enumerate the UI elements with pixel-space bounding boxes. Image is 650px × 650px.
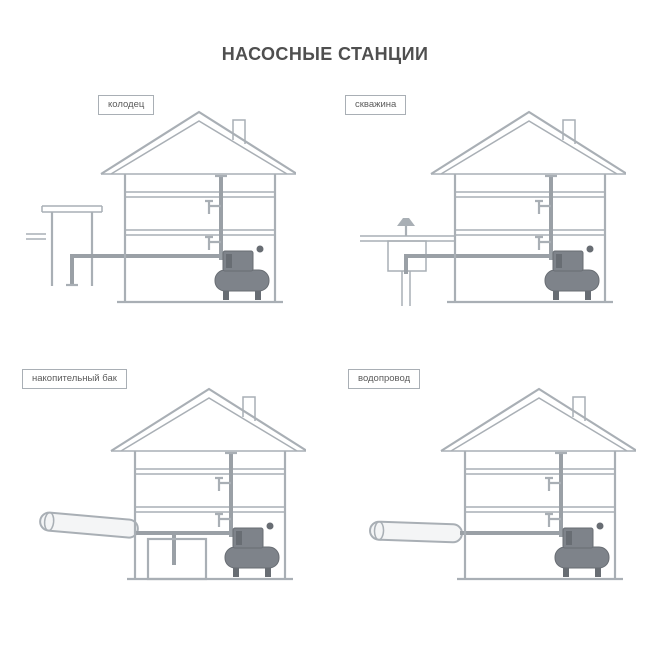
- borehole-casing: [401, 271, 411, 306]
- water-main-diagram: [369, 387, 636, 581]
- page-title: НАСОСНЫЕ СТАНЦИИ: [221, 44, 429, 64]
- panel-label-borehole: скважина: [345, 95, 407, 115]
- house-outline: [439, 387, 636, 581]
- panel-well: колодец: [10, 88, 315, 333]
- panel-borehole: скважина: [335, 88, 640, 333]
- house-outline: [429, 110, 626, 304]
- borehole-source: [360, 218, 571, 306]
- borehole-diagram: [360, 110, 626, 306]
- panel-water-main: водопровод: [335, 362, 640, 607]
- house-outline: [109, 387, 306, 581]
- borehole-vent-cap: [397, 218, 415, 226]
- indoor-storage-tank: [146, 537, 208, 581]
- house-outline: [99, 110, 296, 304]
- panel-storage-tank: накопительный бак: [10, 362, 315, 607]
- well-source: [26, 205, 241, 287]
- water-main-pipe-icon: [369, 520, 463, 544]
- panel-label-well: колодец: [98, 95, 155, 115]
- well-diagram: [26, 110, 296, 304]
- storage-cylinder-icon: [39, 511, 139, 539]
- storage-tank-diagram: [39, 387, 306, 581]
- panel-label-water-main: водопровод: [348, 369, 421, 389]
- panel-label-storage-tank: накопительный бак: [22, 369, 127, 389]
